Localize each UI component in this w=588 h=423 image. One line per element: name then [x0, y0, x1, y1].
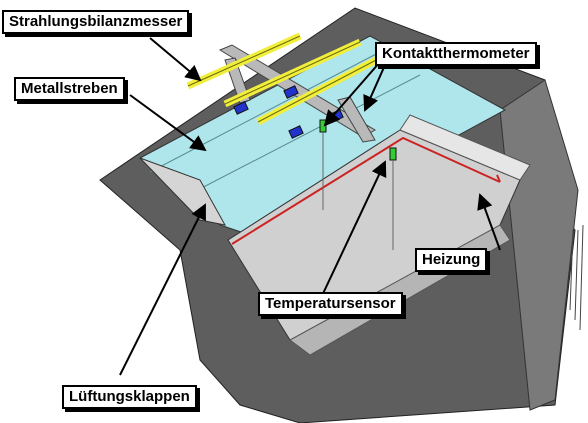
blue-sensor: [288, 125, 304, 139]
label-temperature-sensor: Temperatursensor: [258, 292, 403, 316]
heating-wire: [496, 174, 501, 183]
label-radiation-meter: Strahlungsbilanzmesser: [2, 10, 190, 34]
blue-sensor: [233, 101, 249, 115]
radiation-meter-sensor: [186, 32, 302, 90]
green-sensor: [389, 147, 397, 161]
label-contact-thermometer: Kontaktthermometer: [375, 42, 537, 66]
label-ventilation-flaps: Lüftungsklappen: [62, 385, 197, 409]
arrow-ventilation-flaps: [119, 203, 206, 376]
glass-edge-line: [149, 51, 381, 173]
glass-edge-line: [189, 74, 421, 195]
support-post: [579, 224, 584, 331]
metal-strut: [337, 96, 376, 143]
heating-wire: [231, 136, 501, 245]
label-metal-struts: Metallstreben: [14, 77, 125, 101]
green-sensor: [319, 119, 327, 133]
arrow-temperature-sensor: [319, 160, 387, 301]
arrow-contact-thermometer: [363, 64, 386, 112]
support-post: [569, 229, 574, 311]
arrow-contact-thermometer: [323, 61, 381, 127]
interior-back-wall: [399, 114, 531, 181]
blue-sensor: [283, 85, 299, 99]
arrow-metal-struts: [129, 94, 207, 152]
support-post: [574, 229, 579, 321]
radiation-meter-sensor: [223, 38, 362, 108]
radiation-meter-sensor: [256, 54, 382, 126]
arrow-radiation-meter: [149, 37, 202, 82]
label-heating: Heizung: [415, 248, 488, 272]
arrow-heating: [477, 193, 501, 251]
